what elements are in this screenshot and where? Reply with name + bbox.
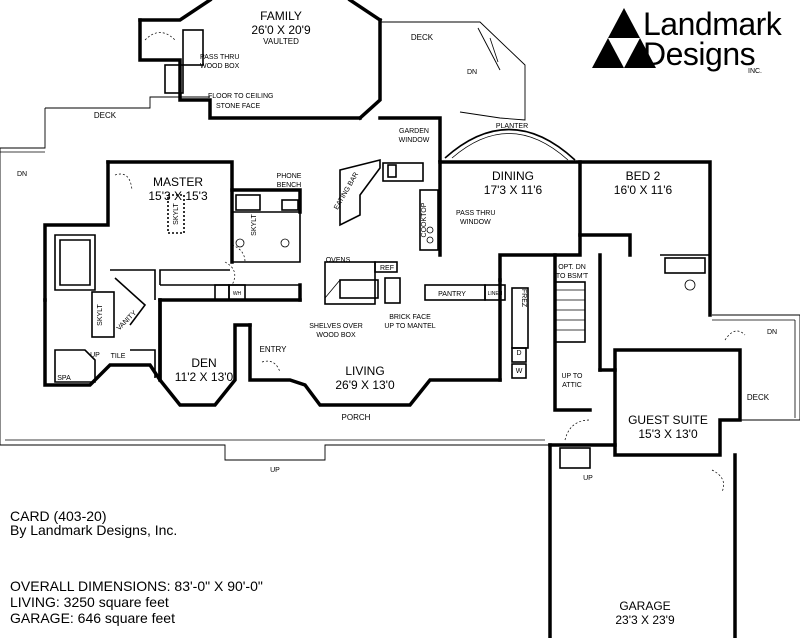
master-bath-walls — [232, 194, 301, 263]
label-phone-1: PHONE — [277, 173, 302, 180]
label-ovens: OVENS — [326, 257, 351, 264]
den-walls — [158, 261, 302, 407]
label-pass-window-1: PASS THRU — [456, 210, 495, 217]
label-shelves-1: SHELVES OVER — [309, 323, 363, 330]
room-master-name: MASTER — [153, 175, 203, 189]
label-pass-window-2: WINDOW — [460, 219, 491, 226]
brand-name-line1: Landmark — [643, 6, 782, 42]
label-brick-2: UP TO MANTEL — [384, 323, 435, 330]
label-wh: WH — [233, 291, 242, 297]
room-den-name: DEN — [191, 356, 216, 370]
label-deck-left: DECK — [94, 111, 117, 120]
label-opt-dn-1: OPT. DN — [558, 264, 586, 271]
label-up-attic-2: ATTIC — [562, 382, 582, 389]
room-bed2-dims: 16'0 X 11'6 — [614, 183, 673, 197]
room-master-dims: 15'3 X 15'3 — [148, 189, 208, 203]
guest-suite-walls — [598, 330, 746, 457]
room-dining-dims: 17'3 X 11'6 — [484, 183, 543, 197]
label-up-attic-1: UP TO — [561, 373, 583, 380]
label-vanity: VANITY — [116, 309, 139, 332]
label-up-spa: UP — [90, 352, 100, 359]
label-opt-dn-2: TO BSM'T — [556, 273, 589, 280]
label-brick-1: BRICK FACE — [389, 314, 431, 321]
label-planter: PLANTER — [496, 123, 528, 130]
label-up-garage: UP — [583, 475, 593, 482]
spec-living: LIVING: 3250 square feet — [10, 594, 169, 610]
label-spa: SPA — [57, 375, 71, 382]
label-skylt-closet: SKYLT — [97, 303, 104, 325]
label-garden-2: WINDOW — [399, 137, 430, 144]
label-skylt-master: SKYLT — [173, 202, 180, 224]
living-walls — [159, 261, 502, 407]
room-living-name: LIVING — [345, 364, 384, 378]
label-frez: FREZ — [520, 289, 527, 308]
label-dn-right: DN — [767, 329, 777, 336]
label-dryer: D — [516, 350, 521, 357]
label-dn-top: DN — [467, 69, 477, 76]
room-family-dims: 26'0 X 20'9 — [251, 23, 311, 37]
spec-overall: OVERALL DIMENSIONS: 83'-0" X 90'-0" — [10, 578, 263, 594]
label-pass-thru-1: PASS THRU — [200, 54, 239, 61]
label-up-porch: UP — [270, 467, 280, 474]
plan-byline: By Landmark Designs, Inc. — [10, 522, 178, 538]
label-ref: REF — [380, 265, 394, 272]
room-family-name: FAMILY — [260, 9, 302, 23]
kitchen-walls — [339, 158, 582, 301]
plan-id: CARD (403-20) — [10, 508, 107, 524]
label-eating-bar: EATING BAR — [333, 171, 360, 211]
label-pass-thru-2: WOOD BOX — [200, 63, 240, 70]
label-garden-1: GARDEN — [399, 128, 429, 135]
room-den-dims: 11'2 X 13'0 — [175, 370, 234, 384]
label-shelves-2: WOOD BOX — [316, 332, 356, 339]
label-pantry: PANTRY — [438, 291, 466, 298]
label-porch: PORCH — [342, 413, 371, 422]
label-washer: W — [516, 368, 523, 375]
label-phone-2: BENCH — [277, 182, 302, 189]
brand-name-line2: Designs — [643, 36, 756, 72]
label-linen: LINEN — [488, 291, 503, 297]
room-guest-dims: 15'3 X 13'0 — [638, 427, 698, 441]
deck-outlines — [0, 21, 800, 461]
label-tile: TILE — [111, 353, 126, 360]
room-living-dims: 26'9 X 13'0 — [335, 378, 395, 392]
room-bed2-name: BED 2 — [626, 169, 661, 183]
family-room-walls — [138, 0, 442, 162]
label-stone-1: FLOOR TO CEILING — [208, 93, 273, 100]
brand-suffix: INC. — [748, 68, 762, 75]
room-garage-dims: 23'3 X 23'9 — [615, 613, 675, 627]
spec-garage: GARAGE: 646 square feet — [10, 610, 175, 626]
room-garage-name: GARAGE — [619, 599, 670, 613]
bed2-walls — [511, 160, 712, 412]
label-deck-top: DECK — [411, 33, 434, 42]
label-entry: ENTRY — [260, 345, 288, 354]
room-dining-name: DINING — [492, 169, 534, 183]
label-deck-right: DECK — [747, 393, 770, 402]
label-dn-left: DN — [17, 171, 27, 178]
room-guest-name: GUEST SUITE — [628, 413, 708, 427]
label-stone-2: STONE FACE — [216, 103, 261, 110]
label-cooktop: COOKTOP — [421, 202, 428, 237]
garage-walls — [548, 419, 737, 638]
room-family-note: VAULTED — [263, 37, 299, 46]
brand-logo-mark — [592, 8, 656, 68]
label-skylt-bath: SKYLT — [251, 213, 258, 235]
